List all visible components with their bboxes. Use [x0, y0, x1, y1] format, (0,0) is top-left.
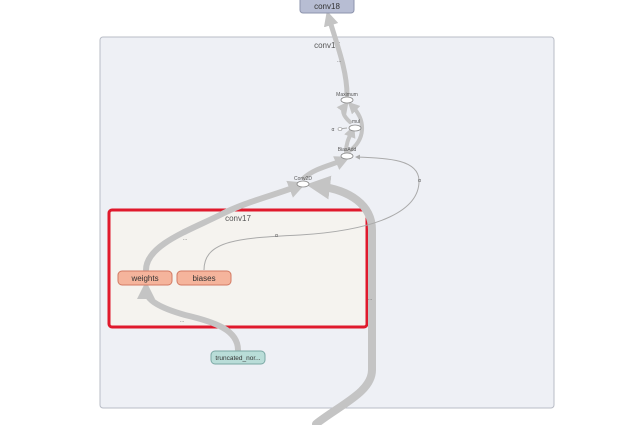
node-conv18-label: conv18 [314, 2, 340, 11]
edge-init-to-weights [137, 281, 241, 353]
edge-mul-to-maximum [336, 101, 352, 124]
op-maximum[interactable]: Maximum [336, 92, 358, 104]
edge-biasadd-to-maximum [346, 101, 364, 154]
op-conv2d-label: Conv2D [294, 176, 312, 182]
inner-group-label: conv17 [225, 214, 251, 223]
edge-label-biases: α [275, 233, 278, 239]
edge-label-weights: ... [183, 236, 187, 242]
edge-label-bias: α [418, 178, 421, 184]
op-biasadd[interactable]: BiasAdd [338, 147, 357, 160]
edge-label-input: ... [368, 296, 372, 302]
node-truncated-normal[interactable]: truncated_nor... [210, 350, 266, 365]
edge-biases-to-biasadd [203, 154, 420, 271]
edge-biasadd-to-mul [344, 125, 356, 154]
edge-maximum-to-conv18 [323, 10, 350, 98]
op-mul-const[interactable]: α [332, 127, 343, 133]
edge-weights-to-conv2d [143, 180, 307, 273]
op-biasadd-label: BiasAdd [338, 147, 357, 153]
op-mul-label: mul [352, 119, 360, 125]
op-maximum-label: Maximum [336, 92, 358, 98]
node-truncated-normal-label: truncated_nor... [215, 355, 260, 362]
node-weights-label: weights [130, 274, 158, 283]
op-mul-const-label: α [332, 127, 335, 133]
node-weights[interactable]: weights [117, 270, 173, 286]
edges [137, 10, 376, 425]
edge-label-init: ... [180, 318, 184, 324]
outer-group-label: conv17 [314, 41, 340, 50]
edge-input-to-conv2d [306, 175, 376, 425]
op-conv2d[interactable]: Conv2D [294, 176, 312, 188]
node-biases[interactable]: biases [176, 270, 232, 286]
node-biases-label: biases [192, 274, 215, 283]
node-conv18[interactable]: conv18 [299, 0, 355, 14]
edge-label-top: ... [337, 58, 341, 64]
edge-conv2d-to-biasadd [301, 156, 350, 181]
op-mul[interactable]: mul [348, 119, 362, 132]
